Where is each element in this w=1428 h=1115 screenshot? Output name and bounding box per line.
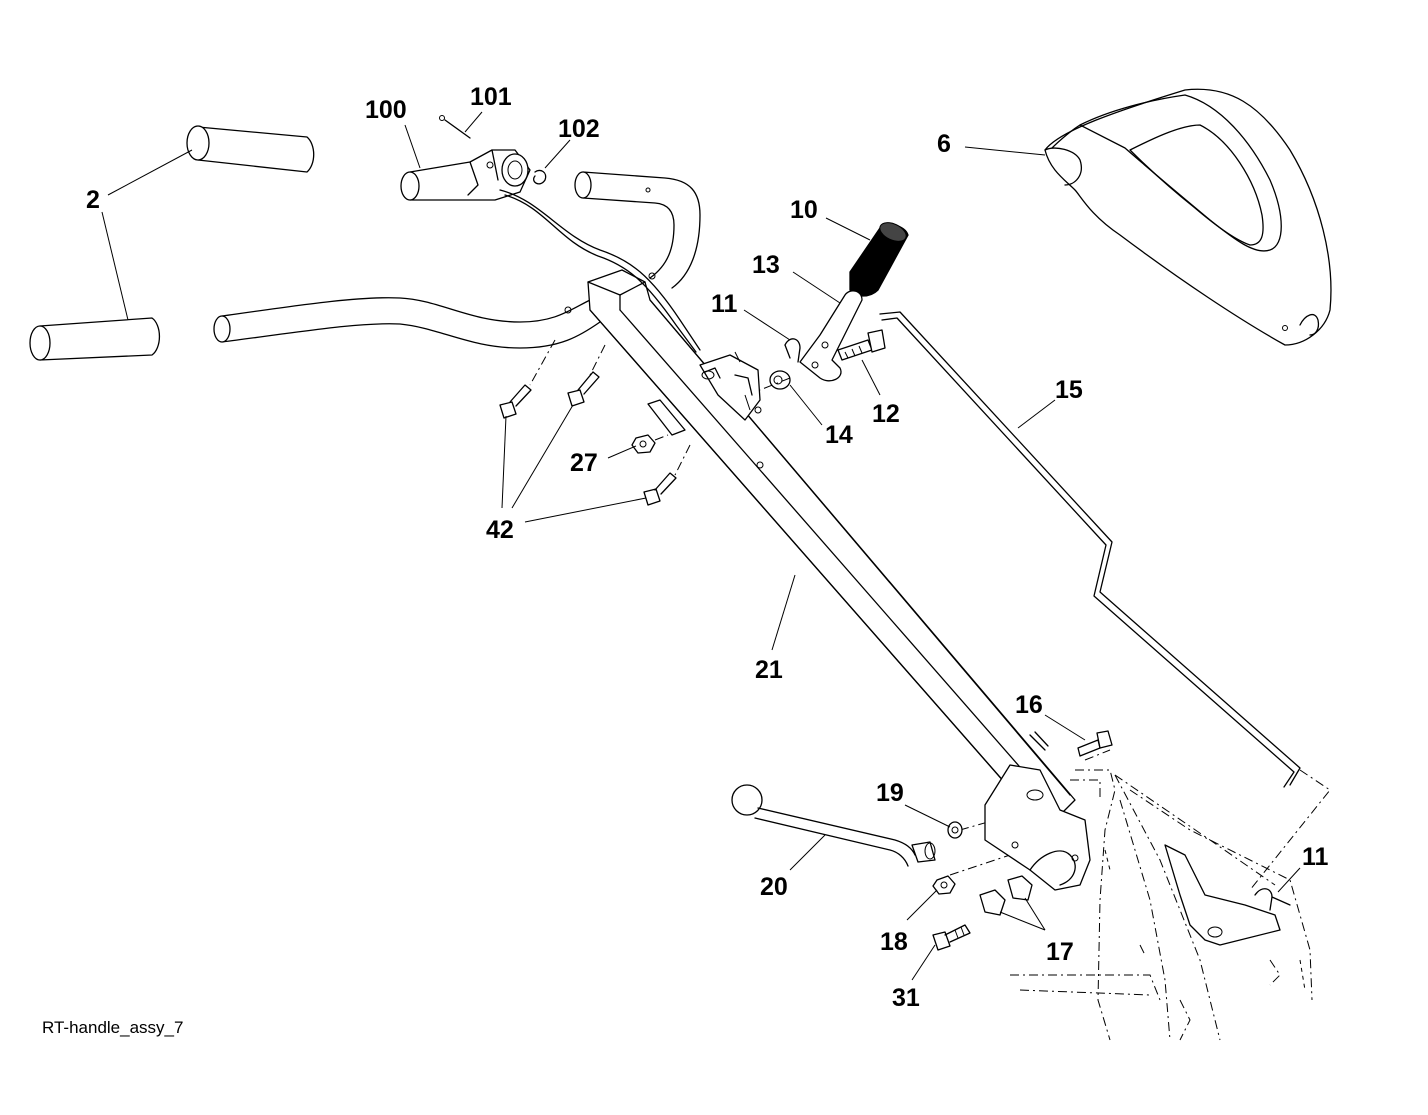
callout-102: 102 bbox=[558, 115, 600, 143]
callout-16: 16 bbox=[1015, 691, 1043, 719]
callout-6: 6 bbox=[937, 130, 951, 158]
callout-42: 42 bbox=[486, 516, 514, 544]
bracket-bolt bbox=[1077, 730, 1113, 757]
callout-100: 100 bbox=[365, 96, 407, 124]
throttle-clamp bbox=[400, 149, 701, 353]
clamp-pin bbox=[439, 115, 471, 139]
handle-bolts bbox=[499, 371, 677, 506]
pivot-bracket bbox=[699, 351, 761, 421]
callout-12: 12 bbox=[872, 400, 900, 428]
callout-17: 17 bbox=[1046, 938, 1074, 966]
callout-21: 21 bbox=[755, 656, 783, 684]
lever-grip bbox=[849, 222, 909, 297]
shoulder-bolt bbox=[932, 924, 971, 951]
clamp-clip bbox=[533, 169, 547, 185]
lever-bolt bbox=[837, 329, 886, 361]
diagram-caption: RT-handle_assy_7 bbox=[42, 1018, 183, 1037]
callout-13: 13 bbox=[752, 251, 780, 279]
callout-20: 20 bbox=[760, 873, 788, 901]
callout-14: 14 bbox=[825, 421, 853, 449]
callout-18: 18 bbox=[880, 928, 908, 956]
callout-31: 31 bbox=[892, 984, 920, 1012]
shroud-cover bbox=[1044, 88, 1332, 346]
leader-lines bbox=[101, 111, 1301, 981]
drive-rod bbox=[879, 311, 1301, 788]
transmission-housing bbox=[1010, 769, 1331, 1041]
flat-washer bbox=[947, 821, 963, 839]
lever-spacer bbox=[769, 370, 791, 390]
callout-11-upper: 11 bbox=[711, 290, 738, 318]
shift-rod bbox=[731, 784, 936, 867]
grip-upper bbox=[186, 125, 315, 173]
callout-10: 10 bbox=[790, 196, 818, 224]
hair-pin-upper bbox=[784, 338, 801, 363]
grip-lower bbox=[29, 317, 161, 361]
callout-labels: 2 100 101 102 6 10 13 11 12 14 15 27 42 … bbox=[86, 83, 1329, 1012]
callout-27: 27 bbox=[570, 449, 598, 477]
cotter-pin bbox=[1029, 731, 1049, 751]
callout-101: 101 bbox=[470, 83, 512, 111]
handlebar bbox=[213, 171, 701, 349]
drive-lever bbox=[799, 290, 863, 382]
callout-15: 15 bbox=[1055, 376, 1083, 404]
callout-19: 19 bbox=[876, 779, 904, 807]
hex-nut-upper bbox=[631, 434, 656, 454]
tube-plate bbox=[647, 399, 686, 436]
rod-bracket bbox=[1164, 844, 1291, 946]
detent-blocks bbox=[979, 875, 1033, 916]
handle-mount-bracket bbox=[984, 764, 1091, 891]
callout-11-lower: 11 bbox=[1302, 843, 1329, 871]
hex-nut-lower bbox=[932, 875, 956, 895]
callout-2: 2 bbox=[86, 186, 100, 214]
